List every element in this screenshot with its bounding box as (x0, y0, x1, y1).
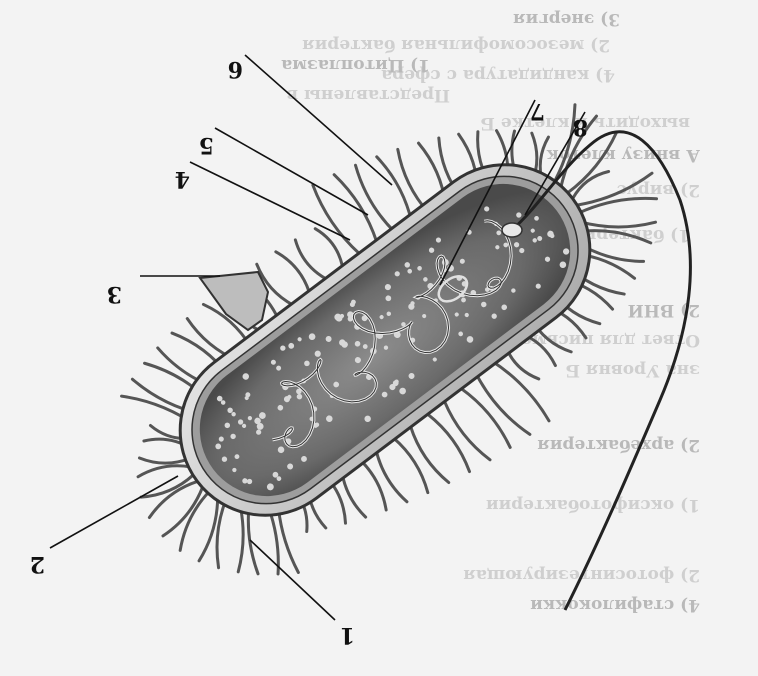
label-8: 8 (573, 114, 588, 140)
leader-1 (250, 540, 335, 620)
pilus (139, 458, 190, 463)
background-text-line: 2) мезосомофильная бактерия (302, 35, 610, 55)
background-text-line: Представлены в (286, 85, 450, 105)
capsule-fold (200, 272, 268, 330)
pilus (393, 438, 428, 493)
leader-4 (190, 162, 350, 240)
background-text-line: зна Уровня Б (565, 360, 700, 380)
background-text-line: 4) стафилококки (530, 595, 700, 615)
background-text-line: 2) вирус (617, 180, 700, 200)
label-7: 7 (530, 98, 545, 124)
basal-body (502, 223, 522, 237)
label-1: 1 (340, 622, 355, 648)
label-2: 2 (30, 551, 45, 577)
background-text-line: 3) энергия (513, 9, 620, 29)
label-5: 5 (199, 132, 214, 158)
pilus (377, 157, 412, 222)
background-text-line: 2) архебактерия (537, 435, 700, 455)
pilus (410, 426, 448, 482)
background-text-line: 1) оксифотобактерии (486, 495, 700, 515)
label-4: 4 (175, 166, 190, 192)
label-3: 3 (107, 281, 122, 307)
pilus (356, 165, 395, 231)
background-text-line: 1) Цитоплазма (281, 55, 430, 75)
pilus (428, 414, 470, 471)
pilus (445, 401, 490, 459)
leader-5 (215, 128, 368, 215)
pilus (376, 448, 407, 502)
pilus (138, 466, 191, 477)
leader-2 (50, 476, 178, 548)
label-6: 6 (228, 56, 243, 82)
pilus (163, 487, 203, 536)
pilus (199, 494, 218, 560)
